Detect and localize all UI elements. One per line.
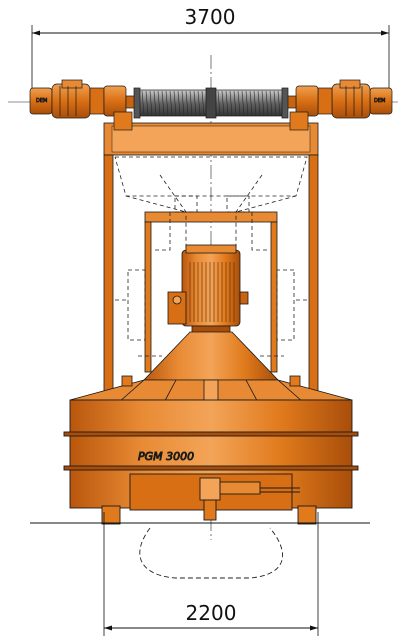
central-motor	[167, 244, 249, 369]
support-frame	[103, 122, 319, 396]
bottom-dimension-label: 2200	[186, 601, 237, 625]
hopper-outline	[114, 156, 308, 357]
discharge-chute-outline	[139, 527, 283, 579]
winch-drum	[133, 87, 289, 119]
model-label: PGM 3000	[138, 450, 194, 463]
motor-cooling-fins	[189, 262, 235, 322]
bottom-dimension: 2200	[103, 512, 319, 636]
right-drive-motor: DEM	[281, 79, 393, 131]
left-motor-label: DEM	[36, 98, 47, 104]
right-motor-label: DEM	[374, 98, 385, 104]
mixer-body: PGM 3000	[63, 399, 359, 525]
left-drive-motor: DEM	[29, 79, 141, 131]
drum-grooves	[141, 90, 281, 116]
top-dimension: 3700	[31, 5, 390, 112]
top-dimension-label: 3700	[185, 5, 236, 29]
